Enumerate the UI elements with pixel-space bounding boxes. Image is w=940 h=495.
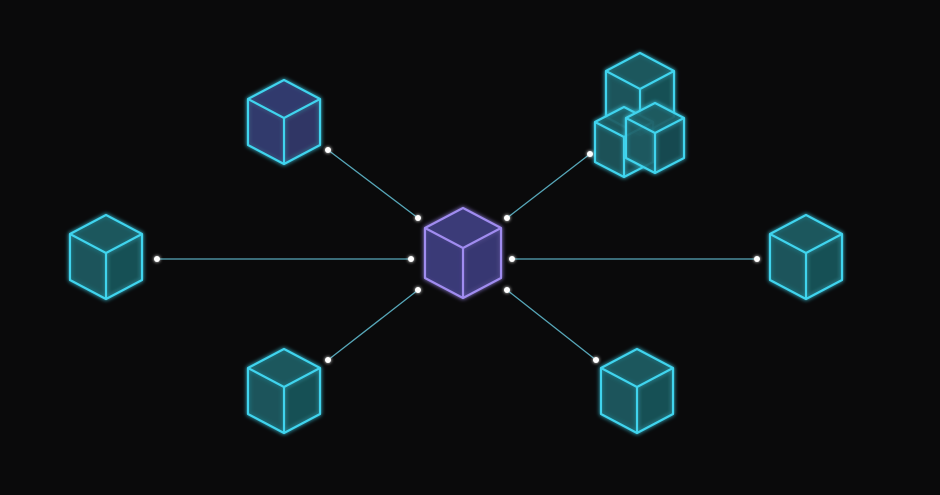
dots-layer	[154, 147, 760, 363]
hub-dot-top-left	[415, 215, 421, 221]
connector-top-right-cluster	[506, 153, 591, 219]
node-dot-bottom-left	[325, 357, 331, 363]
hub-cube	[423, 206, 503, 300]
hub-dot-left	[408, 256, 414, 262]
node-cube-bottom-right	[599, 347, 675, 435]
connectors-layer	[157, 149, 757, 361]
hub-dot-bottom-left	[415, 287, 421, 293]
node-cube-top-right-cluster	[593, 51, 686, 179]
connector-bottom-right	[506, 289, 597, 361]
node-dot-top-right-cluster	[587, 151, 593, 157]
hub-dot-right	[509, 256, 515, 262]
node-cube-top-left	[246, 78, 322, 166]
node-cube-left	[68, 213, 144, 301]
connector-bottom-left	[327, 289, 419, 361]
node-dot-left	[154, 256, 160, 262]
hub-dot-bottom-right	[504, 287, 510, 293]
connector-top-left	[327, 149, 419, 219]
node-cube-bottom-left	[246, 347, 322, 435]
node-cube-right	[768, 213, 844, 301]
node-dot-top-left	[325, 147, 331, 153]
cubes-layer	[68, 51, 844, 435]
node-dot-bottom-right	[593, 357, 599, 363]
cluster-cube-front-right	[624, 101, 686, 175]
node-dot-right	[754, 256, 760, 262]
hub-dot-top-right-cluster	[504, 215, 510, 221]
